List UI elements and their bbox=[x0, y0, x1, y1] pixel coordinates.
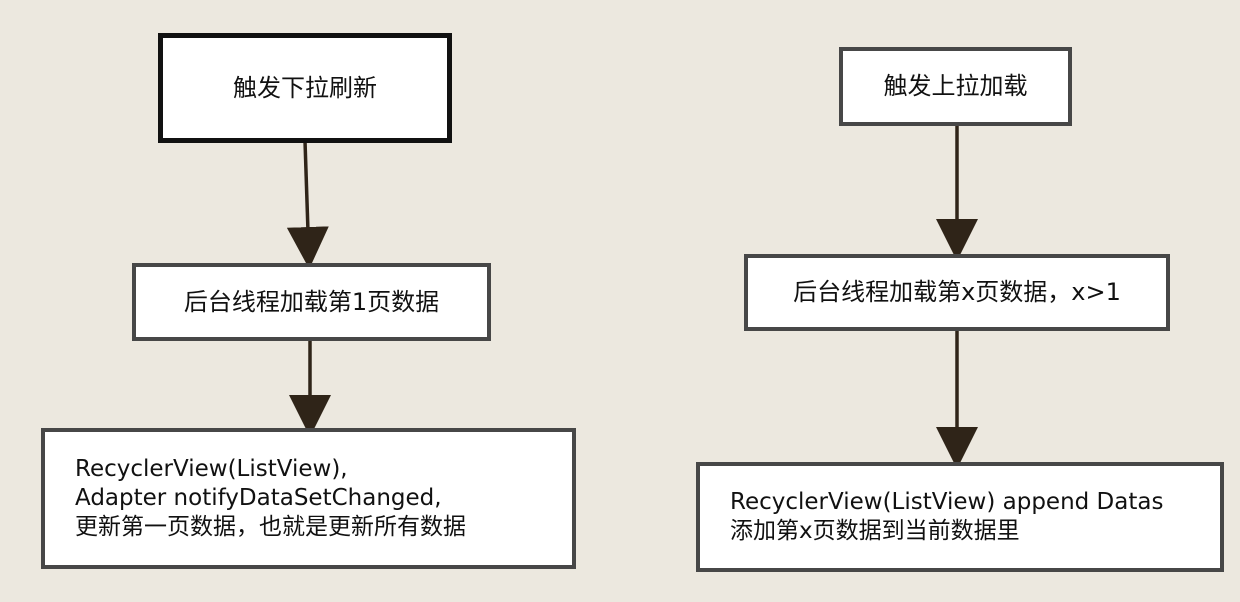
left-middle-node: 后台线程加载第1页数据 bbox=[132, 263, 491, 341]
right-middle-node-label: 后台线程加载第x页数据，x>1 bbox=[793, 278, 1121, 307]
left-middle-node-label: 后台线程加载第1页数据 bbox=[183, 287, 440, 316]
left-top-node-label: 触发下拉刷新 bbox=[233, 73, 377, 102]
right-bottom-line-1: RecyclerView(ListView) append Datas bbox=[730, 488, 1164, 515]
right-top-node-label: 触发上拉加载 bbox=[883, 72, 1028, 101]
left-bottom-line-3: 更新第一页数据，也就是更新所有数据 bbox=[75, 514, 466, 541]
right-middle-node: 后台线程加载第x页数据，x>1 bbox=[744, 254, 1170, 331]
right-bottom-line-2: 添加第x页数据到当前数据里 bbox=[730, 518, 1020, 544]
left-bottom-line-1: RecyclerView(ListView), bbox=[75, 455, 348, 482]
right-bottom-text-block: RecyclerView(ListView) append Datas 添加第x… bbox=[730, 489, 1163, 545]
right-top-node: 触发上拉加载 bbox=[839, 47, 1072, 126]
left-bottom-node: RecyclerView(ListView), Adapter notifyDa… bbox=[41, 428, 576, 569]
left-top-node: 触发下拉刷新 bbox=[158, 33, 452, 143]
right-bottom-node: RecyclerView(ListView) append Datas 添加第x… bbox=[696, 462, 1224, 572]
left-bottom-line-2: Adapter notifyDataSetChanged, bbox=[75, 484, 442, 511]
left-bottom-text-block: RecyclerView(ListView), Adapter notifyDa… bbox=[75, 456, 466, 541]
left-arrow-top-to-middle bbox=[286, 140, 329, 269]
